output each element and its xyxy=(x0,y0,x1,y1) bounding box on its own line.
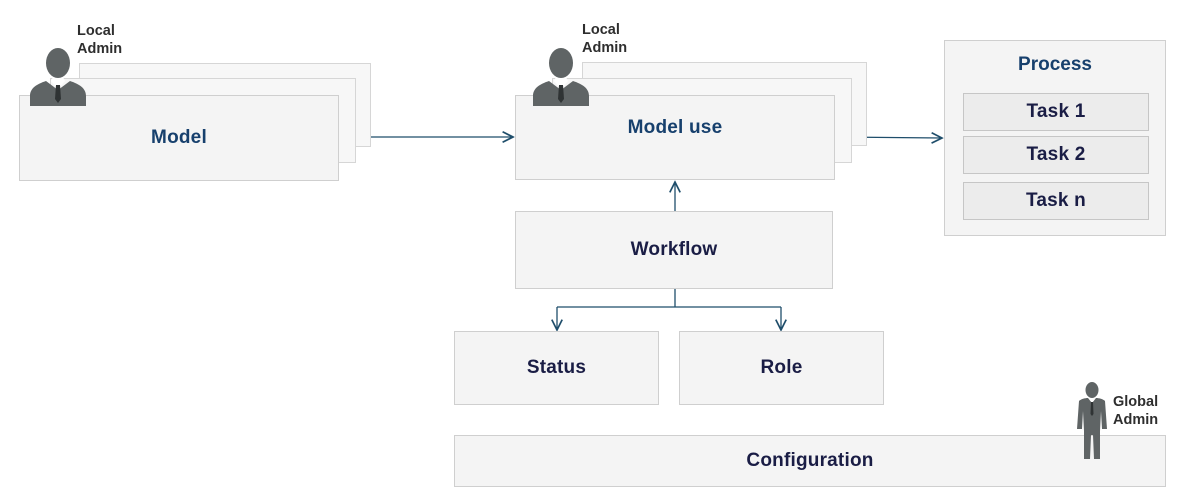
task-label: Task 1 xyxy=(1026,101,1086,122)
workflow-label: Workflow xyxy=(630,239,718,260)
user-bust-icon xyxy=(30,48,86,106)
local-admin-label: Local Admin xyxy=(582,21,627,57)
workflow-box[interactable]: Workflow xyxy=(515,211,833,289)
status-label: Status xyxy=(526,357,587,378)
model-label: Model xyxy=(151,127,207,148)
local-admin-label: Local Admin xyxy=(77,22,122,58)
role-label: Role xyxy=(760,357,803,378)
task-label: Task 2 xyxy=(1026,144,1086,165)
task-item[interactable]: Task n xyxy=(963,182,1149,220)
configuration-label: Configuration xyxy=(746,450,874,471)
process-title: Process xyxy=(1018,54,1092,75)
task-label: Task n xyxy=(1026,190,1086,211)
role-box[interactable]: Role xyxy=(679,331,884,405)
model-use-label: Model use xyxy=(627,116,723,138)
model-use-box[interactable]: Model use xyxy=(515,95,835,180)
model-box[interactable]: Model xyxy=(19,95,339,181)
user-bust-icon xyxy=(533,48,589,106)
local-admin-label-line2: Admin xyxy=(77,41,123,57)
status-box[interactable]: Status xyxy=(454,331,659,405)
user-full-figure-icon xyxy=(1077,382,1107,459)
local-admin-label-line1: Local xyxy=(582,22,620,38)
configuration-box[interactable]: Configuration xyxy=(454,435,1166,487)
global-admin-label-line1: Global xyxy=(1113,394,1159,410)
task-item[interactable]: Task 1 xyxy=(963,93,1149,131)
local-admin-label-line1: Local xyxy=(77,23,115,39)
local-admin-label-line2: Admin xyxy=(582,40,628,56)
task-item[interactable]: Task 2 xyxy=(963,136,1149,174)
global-admin-label: Global Admin xyxy=(1113,393,1158,429)
global-admin-label-line2: Admin xyxy=(1113,412,1159,428)
arrow-workflow-branch xyxy=(557,289,781,308)
